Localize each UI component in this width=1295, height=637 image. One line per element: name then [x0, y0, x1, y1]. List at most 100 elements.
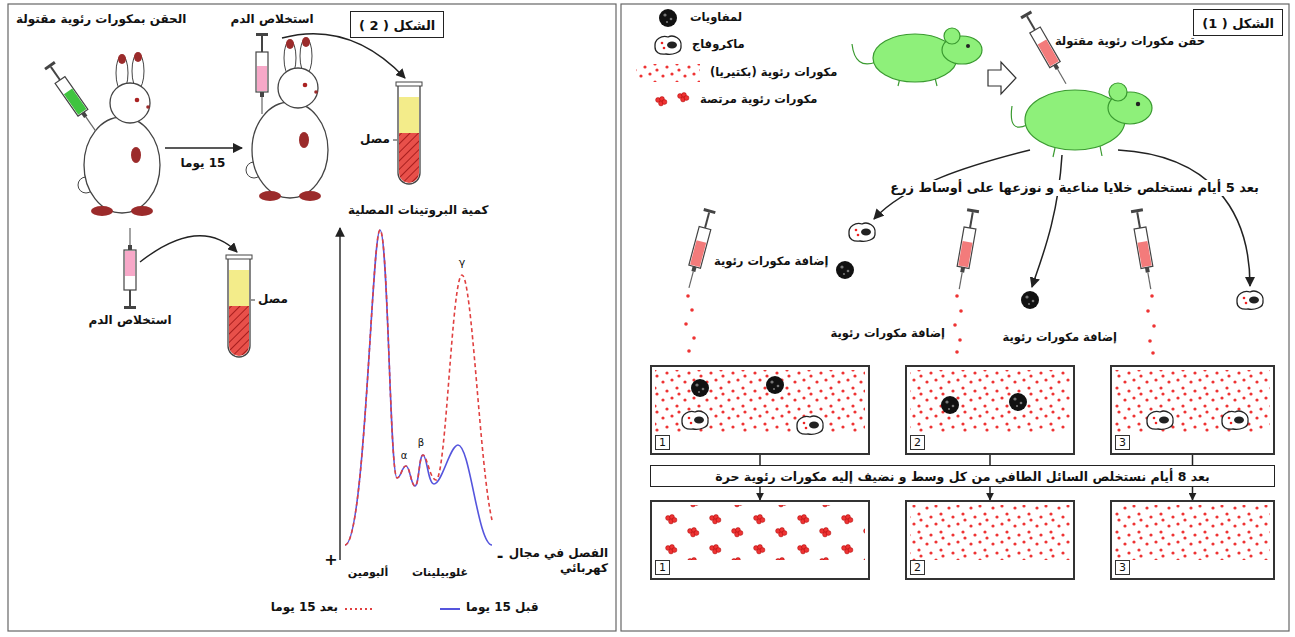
legend-samples — [345, 608, 375, 610]
culture-contents — [655, 370, 865, 432]
illustration — [44, 61, 100, 134]
pole-sign: + — [324, 550, 337, 570]
illustration — [226, 255, 252, 357]
figure-label-box: الشكل ( 2 ) — [350, 11, 444, 38]
legend-text: قبل 15 يوما — [466, 600, 539, 615]
graph-axis — [340, 228, 341, 560]
injection-note: الحقن بمكورات رئوية مقتولة — [16, 12, 186, 27]
leader-line — [251, 300, 255, 301]
step-note: بعد 5 أيام نستخلص خلايا مناعية و نوزعها … — [887, 180, 1262, 196]
panel-frame — [8, 4, 1289, 631]
step-text: بعد 8 أيام نستخلص السائل الطافي من كل وس… — [715, 469, 1209, 484]
mouse — [944, 28, 960, 44]
connector — [759, 487, 761, 500]
mouse — [873, 34, 957, 82]
legend-icons — [659, 9, 677, 27]
figure-label-box: الشكل ( 1) — [1193, 9, 1283, 36]
illustration — [256, 33, 268, 114]
mouse — [1025, 90, 1125, 150]
falling-bacteria — [692, 336, 696, 340]
time-arrow — [165, 148, 242, 149]
falling-bacteria — [1148, 339, 1152, 343]
hollow-arrow — [988, 62, 1016, 94]
axis-title: الفصل في مجال كهربائي — [508, 546, 608, 576]
medium-number: 2 — [910, 560, 925, 575]
culture-medium: 3 — [1110, 500, 1275, 580]
falling-bacteria — [955, 350, 959, 354]
culture-contents — [797, 416, 823, 434]
connector — [1192, 455, 1194, 465]
mouse — [966, 44, 970, 48]
legend-samples — [345, 609, 460, 610]
curve-after — [345, 230, 492, 545]
graph-axis — [339, 228, 340, 560]
blood-draw-note: استخلاص الدم — [88, 313, 171, 328]
connector — [1192, 487, 1194, 500]
mouse — [1011, 83, 1152, 157]
fraction-name: ألبومين — [348, 566, 389, 580]
illustration — [836, 261, 854, 279]
illustration — [849, 223, 875, 241]
medium-number: 2 — [910, 435, 925, 450]
falling-bacteria — [690, 308, 694, 312]
legend-text: مكورات رئوية (بكتيريا) — [710, 65, 837, 79]
falling-bacteria — [1146, 309, 1150, 313]
culture-contents — [1147, 411, 1173, 429]
mouse — [1109, 83, 1127, 101]
add-bacteria-note: إضافة مكورات رئوية — [714, 254, 828, 268]
transfer-arrow — [282, 34, 405, 78]
panel-frame — [621, 4, 1289, 631]
illustration — [1237, 291, 1263, 309]
connector — [759, 455, 761, 465]
culture-contents — [691, 379, 709, 397]
legend-text: بعد 15 يوما — [271, 600, 338, 615]
mouse — [852, 44, 876, 64]
medium-number: 1 — [655, 435, 670, 450]
time-label: 15 يوما — [181, 156, 226, 171]
connector — [989, 455, 991, 465]
connector — [989, 487, 991, 500]
illustration — [683, 208, 716, 289]
falling-bacteria — [684, 322, 688, 326]
falling-bacteria — [955, 294, 959, 298]
mouse — [1136, 102, 1140, 106]
falling-bacteria — [959, 309, 963, 313]
injection-note: حقن مكورات رئوية مقتولة — [1055, 34, 1205, 48]
illustration — [124, 228, 136, 309]
falling-bacteria — [1152, 324, 1156, 328]
legend-icons — [656, 97, 667, 106]
illustration — [953, 208, 979, 290]
legend-samples — [440, 608, 460, 610]
transfer-arrow — [874, 150, 1250, 287]
step-banner: بعد 8 أيام نستخلص السائل الطافي من كل وس… — [650, 465, 1275, 487]
culture-contents — [766, 376, 784, 394]
curve-before — [345, 230, 492, 545]
illustration — [78, 52, 160, 216]
transfer-arrow — [140, 236, 237, 262]
legend-text: لمفاويات — [690, 10, 742, 24]
legend-icons — [636, 64, 700, 82]
legend-icons — [655, 36, 681, 54]
culture-contents — [910, 370, 1070, 432]
figure-label: الشكل ( 1) — [1202, 16, 1274, 31]
peak-label: β — [418, 437, 424, 450]
culture-medium: 2 — [905, 500, 1075, 580]
mouse — [1011, 106, 1027, 127]
culture-contents — [1115, 505, 1270, 560]
peak-label: γ — [459, 256, 466, 270]
medium-number: 3 — [1115, 435, 1130, 450]
mouse — [1100, 146, 1102, 156]
culture-contents — [660, 505, 865, 560]
culture-contents — [910, 505, 1070, 560]
culture-contents — [682, 411, 708, 429]
medium-number: 3 — [1115, 560, 1130, 575]
culture-contents — [1222, 411, 1248, 429]
transfer-arrow — [140, 34, 405, 262]
add-bacteria-note: إضافة مكورات رئوية — [1003, 330, 1117, 344]
serum-label: مصل — [360, 132, 390, 147]
peak-label: α — [401, 450, 408, 463]
curve-after — [345, 230, 492, 545]
legend-text: مكورات رئوية مرتصة — [700, 92, 817, 106]
figure-label: الشكل ( 2 ) — [359, 18, 435, 33]
